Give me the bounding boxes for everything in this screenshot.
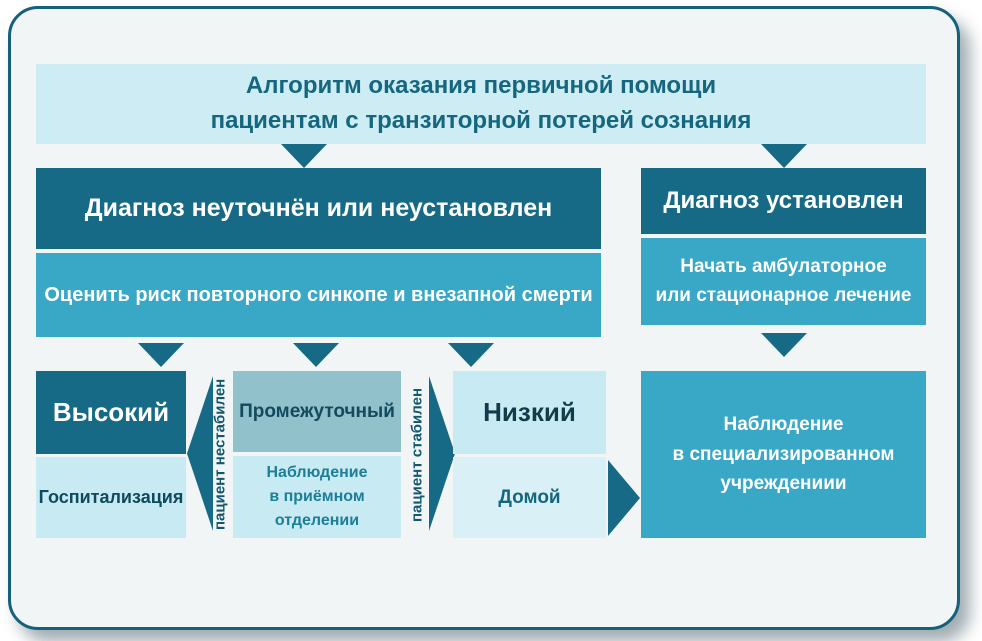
arrow-down-icon	[761, 144, 807, 168]
observation-admission-box: Наблюдение в приёмном отделении	[233, 456, 401, 538]
arrow-down-icon	[761, 333, 807, 357]
arrow-down-icon	[138, 343, 184, 367]
stable-patient-label: пациент стабилен	[408, 387, 426, 522]
flowchart-card: Алгоритм оказания первичной помощи пацие…	[8, 6, 960, 630]
home-box: Домой	[453, 457, 606, 538]
specialized-observation-box: Наблюдение в специализированном учрежден…	[641, 371, 926, 538]
arrow-right-icon	[608, 460, 640, 536]
intermediate-risk-box: Промежуточный	[233, 371, 401, 452]
unstable-patient-label: пациент нестабилен	[211, 378, 229, 531]
arrow-down-icon	[293, 343, 339, 367]
diagnosed-heading: Диагноз установлен	[641, 168, 926, 234]
arrow-down-icon	[281, 144, 327, 168]
low-risk-box: Низкий	[453, 371, 606, 454]
arrow-down-icon	[448, 343, 494, 367]
hospitalization-box: Госпитализация	[36, 457, 186, 538]
high-risk-box: Высокий	[36, 371, 186, 454]
treatment-box: Начать амбулаторное или стационарное леч…	[641, 238, 926, 325]
diagram-title: Алгоритм оказания первичной помощи пацие…	[36, 64, 926, 144]
risk-assessment-box: Оценить риск повторного синкопе и внезап…	[36, 253, 601, 337]
undiagnosed-heading: Диагноз неуточнён или неустановлен	[36, 168, 601, 249]
arrow-right-icon	[429, 376, 455, 531]
